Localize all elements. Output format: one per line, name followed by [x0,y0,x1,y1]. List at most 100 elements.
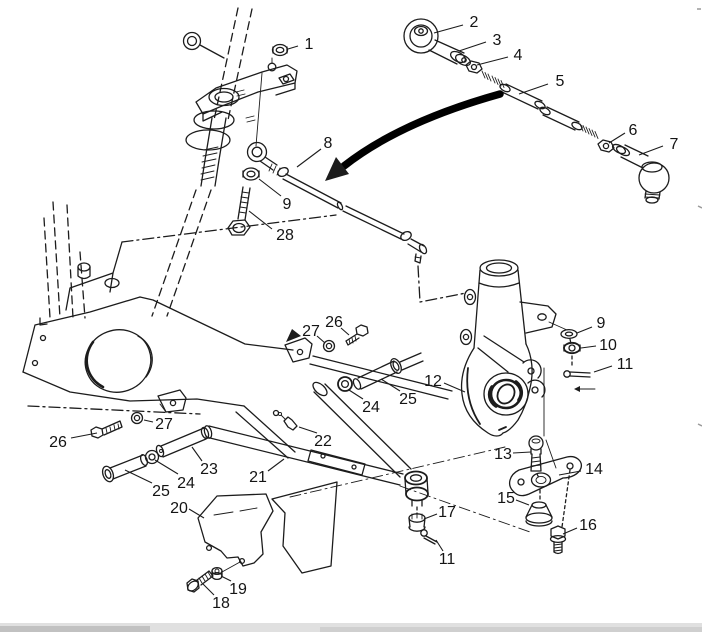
callout-leader-9 [576,326,593,334]
callout-leader-23 [191,446,203,462]
exploded-tie-rod-drawing [403,18,670,204]
callout-label-8: 8 [324,135,333,152]
installed-tie-rod-drawing [227,141,467,303]
callout-leader-16 [562,527,578,535]
callout-leader-17 [423,513,438,520]
callout-label-11: 11 [439,551,456,568]
callout-leader-26 [70,432,98,439]
callout-label-25: 25 [152,483,170,500]
callout-label-26: 26 [49,434,67,451]
curved-direction-arrow [325,90,504,181]
callout-label-24: 24 [362,399,380,416]
callout-label-9: 9 [283,196,292,213]
nut-19 [211,566,223,581]
callout-leader-24 [348,389,364,400]
washer-24-right [337,376,353,392]
nut-9-upper [242,167,260,181]
callout-label-26: 26 [325,314,343,331]
callout-label-10: 10 [599,337,617,354]
cotter-pin-11-lower [420,529,438,545]
a-arm-21 [203,381,412,486]
guard-drawing [186,493,274,593]
callout-leader-8 [296,148,322,168]
callout-leader-9 [258,178,282,197]
callout-leader-3 [458,41,487,52]
callout-label-2: 2 [470,14,479,31]
lower-ball-joint-drawing [508,435,582,555]
callout-leader-12 [443,382,466,393]
callout-leader-27 [143,419,154,423]
callout-label-18: 18 [212,595,230,612]
shaft-23 [155,426,210,458]
washer-9-right [560,328,578,340]
callout-label-9: 9 [597,315,606,332]
scan-artifacts [0,8,702,632]
callout-label-19: 19 [229,581,247,598]
bushing-25-right [352,352,424,390]
callout-leader-5 [518,83,549,95]
bolt-18 [186,570,214,593]
callout-label-7: 7 [670,136,679,153]
callout-label-5: 5 [556,73,565,90]
callout-leader-26 [340,327,350,336]
callout-leader-6 [608,132,626,144]
callout-label-1: 1 [305,36,314,53]
washer-27-top [322,339,336,353]
callout-leader-21 [267,458,285,472]
callout-label-20: 20 [170,500,188,517]
knuckle-drawing [459,259,596,469]
callout-label-6: 6 [629,122,638,139]
washer-24-left [144,449,160,465]
column-clamp-eye [182,31,202,51]
callout-leader-15 [515,499,530,506]
callout-label-27: 27 [155,416,173,433]
bolt-26-top [345,324,369,346]
bolt-28 [227,186,251,236]
callout-leader-2 [433,24,464,34]
callout-label-14: 14 [585,461,603,478]
callout-label-11: 11 [617,356,634,373]
bolt-13 [528,435,544,472]
callout-leader-7 [638,145,664,156]
callout-leader-11 [593,365,613,373]
bolt-26-left [90,420,123,439]
cotter-pin-11-right [563,370,596,392]
callout-leader-28 [248,210,273,230]
washer-27-left [130,411,144,425]
callout-label-25: 25 [399,391,417,408]
callout-label-13: 13 [494,446,512,463]
callout-label-4: 4 [514,47,523,64]
callout-label-22: 22 [314,433,332,450]
callout-leader-4 [476,56,509,66]
callout-label-17: 17 [438,504,456,521]
callout-leader-25 [380,378,401,392]
callout-label-15: 15 [497,490,515,507]
ball-joint-housing [404,470,429,515]
plate-14 [508,455,582,497]
callout-leader-14 [558,470,582,476]
castle-nut-17 [408,512,426,532]
grease-fitting-22 [277,411,298,431]
callout-label-3: 3 [493,32,502,49]
callout-leader-11 [435,539,444,552]
callout-leader-25 [124,469,153,484]
callout-leader-27 [316,335,326,344]
callout-label-12: 12 [424,373,442,390]
steering-column-drawing [182,31,298,187]
nut-1 [271,43,289,57]
callout-leader-22 [298,426,318,434]
nut-10 [563,341,581,355]
frame-drawing [22,7,531,574]
callout-leader-20 [188,508,205,519]
callout-leader-1 [287,45,299,50]
a-arm-drawing [90,324,438,545]
bushing-25-left [101,453,149,483]
callout-leader-10 [580,345,597,349]
callout-leader-24 [154,459,179,475]
callout-label-28: 28 [276,227,294,244]
bolt-16 [549,525,567,555]
callout-layer: 1234567892891011121314151617111819202122… [49,14,678,612]
boot-15 [525,501,553,527]
